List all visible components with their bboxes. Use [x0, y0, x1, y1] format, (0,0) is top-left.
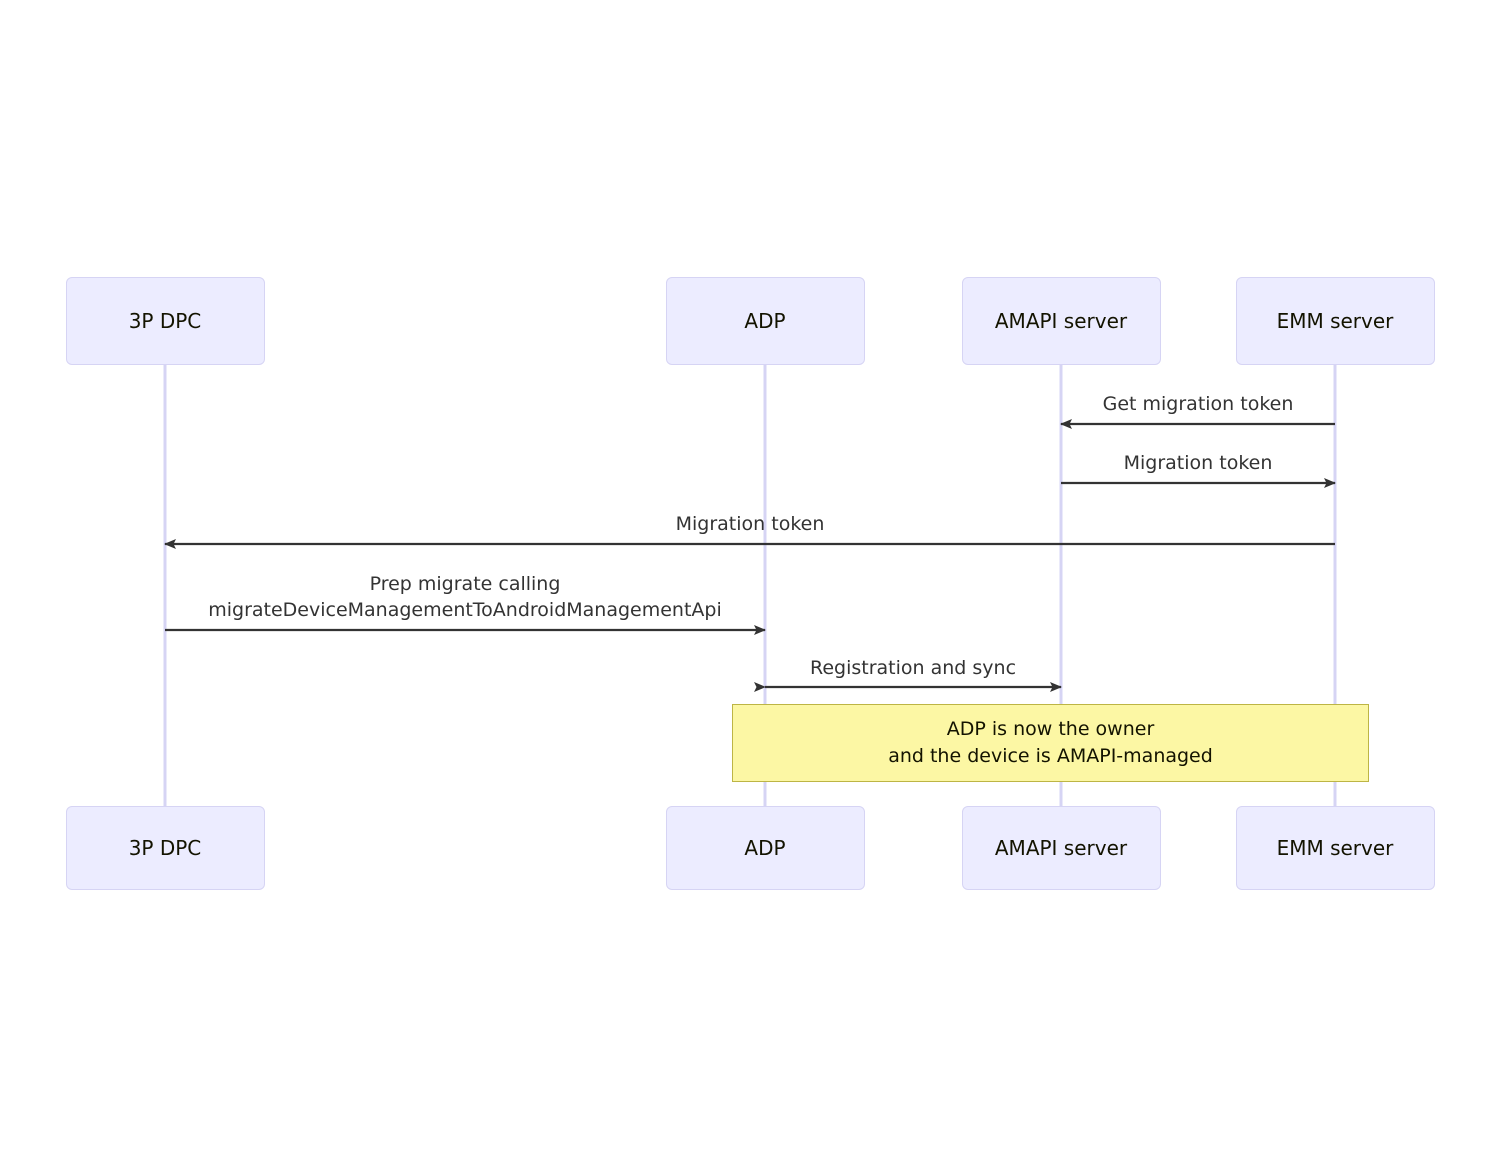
participant-label-dpc: 3P DPC — [128, 309, 202, 333]
participant-box-amapi-top: AMAPI server — [961, 277, 1161, 365]
participant-label-amapi: AMAPI server — [994, 836, 1128, 860]
participant-box-emm-top: EMM server — [1235, 277, 1435, 365]
note-box-n1: ADP is now the owner and the device is AM… — [732, 704, 1369, 782]
participant-label-adp: ADP — [744, 836, 786, 860]
participant-label-amapi: AMAPI server — [994, 309, 1128, 333]
note-text-line: ADP is now the owner — [946, 718, 1155, 740]
participant-box-dpc-top: 3P DPC — [65, 277, 265, 365]
participant-box-amapi-bottom: AMAPI server — [961, 806, 1161, 890]
participant-box-adp-top: ADP — [665, 277, 865, 365]
participant-label-adp: ADP — [744, 309, 786, 333]
message-label-m5: Registration and sync — [809, 657, 1017, 679]
message-label-m2: Migration token — [1123, 452, 1273, 474]
participant-box-emm-bottom: EMM server — [1235, 806, 1435, 890]
participant-label-dpc: 3P DPC — [128, 836, 202, 860]
participant-label-emm: EMM server — [1276, 309, 1394, 333]
message-label-m3: Migration token — [675, 513, 825, 535]
participant-box-adp-bottom: ADP — [665, 806, 865, 890]
message-label-m4: Prep migrate calling migrateDeviceManage… — [208, 573, 722, 621]
message-label-m1: Get migration token — [1102, 393, 1294, 415]
note-text-line: and the device is AMAPI-managed — [888, 745, 1213, 767]
participant-box-dpc-bottom: 3P DPC — [65, 806, 265, 890]
participant-label-emm: EMM server — [1276, 836, 1394, 860]
